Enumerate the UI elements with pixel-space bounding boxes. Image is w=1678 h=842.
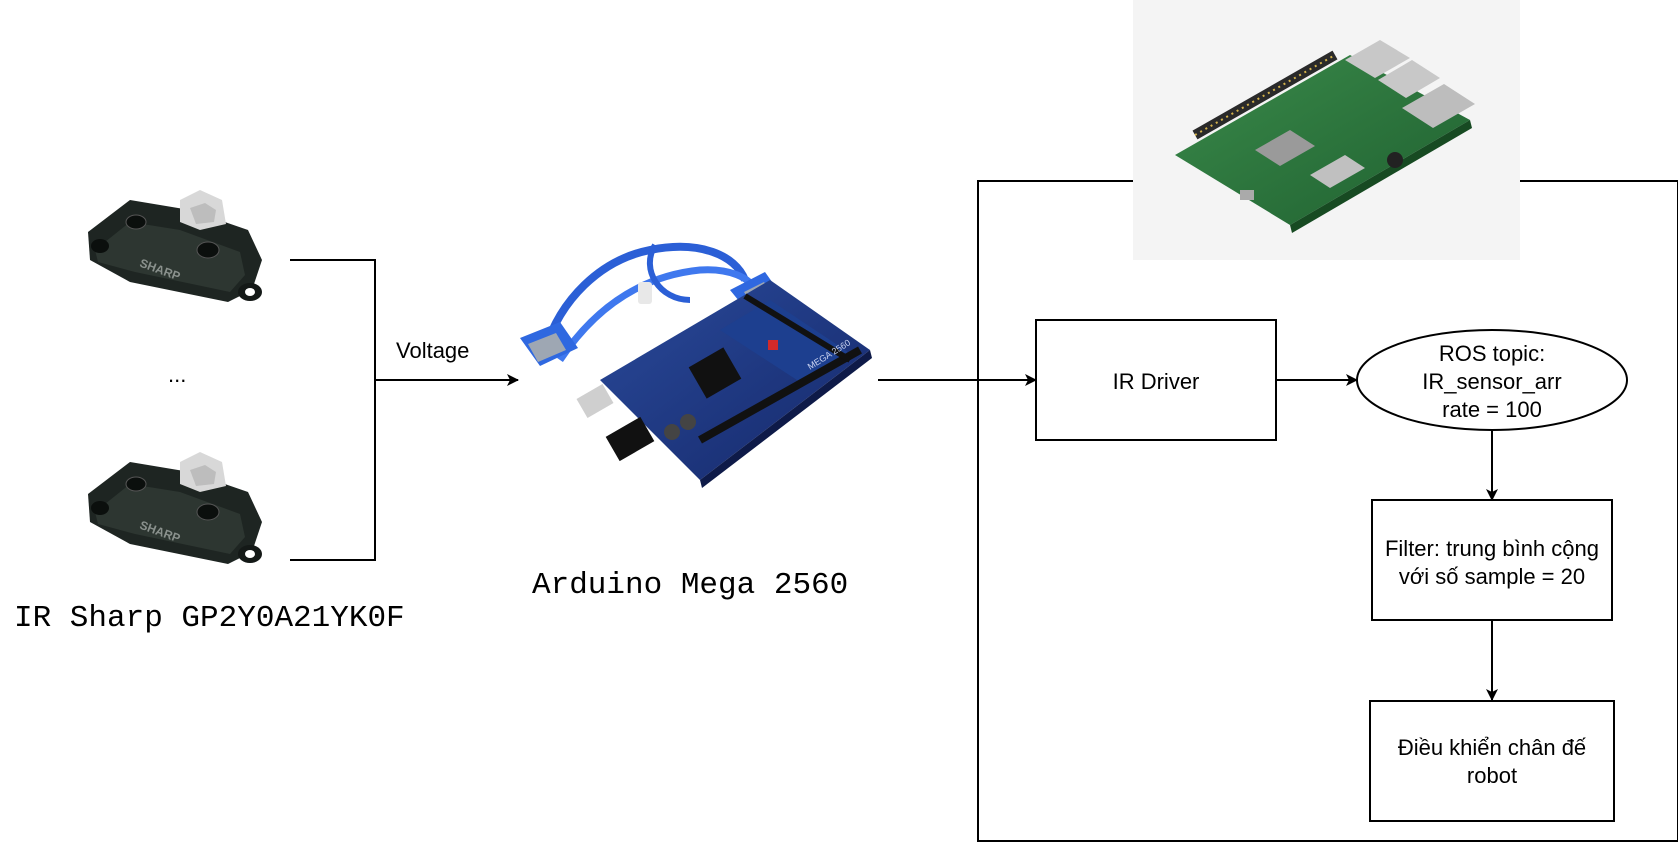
control-box	[1369, 700, 1615, 822]
control-line2: robot	[1467, 763, 1517, 788]
voltage-label: Voltage	[396, 338, 469, 363]
filter-line1: Filter: trung bình cộng	[1385, 536, 1599, 561]
arduino-image: MEGA 2560	[520, 242, 872, 488]
control-line1: Điều khiển chân đế	[1398, 735, 1586, 760]
raspberry-pi-image	[1133, 0, 1520, 260]
ros-topic-line1: ROS topic:	[1439, 341, 1545, 366]
ir-sensor-image-top: SHARP	[88, 190, 262, 302]
sensor-merge-line	[290, 259, 376, 561]
arduino-caption: Arduino Mega 2560	[532, 568, 848, 603]
ros-topic-line3: rate = 100	[1442, 397, 1542, 422]
ir-driver-box	[1035, 319, 1277, 441]
sensor-ellipsis: ...	[168, 362, 186, 387]
filter-line2: với số sample = 20	[1399, 564, 1585, 589]
raspberry-pi-container	[977, 180, 1678, 842]
ros-topic-line2: IR_sensor_arr	[1422, 369, 1561, 394]
sensor-caption: IR Sharp GP2Y0A21YK0F	[14, 601, 405, 636]
ir-sensor-image-bottom: SHARP	[88, 452, 262, 564]
ir-driver-label: IR Driver	[1113, 369, 1200, 394]
